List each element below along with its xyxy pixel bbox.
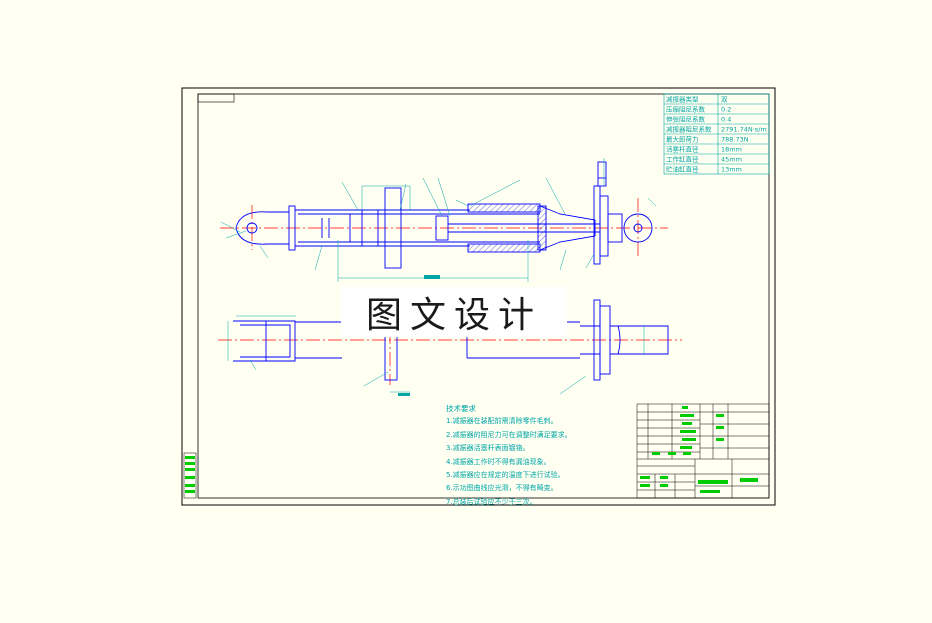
param-name: 减振器阻尼系数: [666, 125, 712, 134]
param-value: 双: [721, 96, 728, 104]
param-value: 2791.74N·s/m: [721, 126, 767, 134]
tech-line: 7.总装后试验应不少于三次。: [446, 497, 537, 506]
param-value: 0.4: [721, 116, 731, 124]
param-value: 788.73N: [721, 136, 749, 144]
tech-line: 3.减振器活塞杆表面镀铬。: [446, 444, 530, 453]
title-block-fills: [640, 406, 758, 493]
param-name: 减振器类型: [666, 95, 699, 104]
main-view-outline: [235, 161, 653, 269]
inner-frame: [197, 93, 770, 499]
param-value: 0.2: [721, 106, 731, 114]
watermark: 图文设计: [341, 287, 567, 337]
main-view-centerline: [220, 198, 668, 256]
param-name: 伸张阻尼系数: [666, 115, 706, 124]
tech-line: 5.减振器应在规定的温度下进行试验。: [446, 471, 565, 480]
tech-line: 1.减振器在装配前需清除零件毛刺。: [446, 417, 558, 426]
title-block: [636, 403, 770, 499]
lower-view-dimensions: [227, 315, 645, 396]
revision-block: [183, 452, 197, 499]
param-value: 45mm: [721, 156, 742, 164]
param-name: 压缩阻尼系数: [666, 105, 706, 114]
param-value: 13mm: [721, 166, 742, 174]
main-view-dimensions: [220, 158, 657, 282]
param-name: 贮油缸直径: [666, 165, 699, 174]
tech-line: 2.减振器的阻尼力可在调整时满足要求。: [446, 430, 572, 439]
drawing-no-box: [197, 93, 235, 103]
tech-line: 4.减振器工作时不得有漏油现象。: [446, 457, 551, 466]
technical-requirements: 技术要求 1.减振器在装配前需清除零件毛刺。 2.减振器的阻尼力可在调整时满足要…: [446, 402, 572, 509]
parameter-table-text: 减振器类型 压缩阻尼系数 伸张阻尼系数 减振器阻尼系数 最大卸荷力 活塞杆直径 …: [666, 95, 767, 174]
parameter-table: [663, 93, 770, 175]
param-name: 工作缸直径: [666, 155, 699, 164]
tech-title: 技术要求: [446, 404, 476, 413]
param-name: 最大卸荷力: [666, 135, 699, 144]
outer-frame: [181, 87, 776, 506]
param-name: 活塞杆直径: [666, 145, 699, 154]
param-value: 18mm: [721, 146, 742, 154]
lower-view-centerline: [218, 330, 682, 385]
tech-line: 6.示功图曲线应光滑，不得有畸变。: [446, 484, 558, 493]
